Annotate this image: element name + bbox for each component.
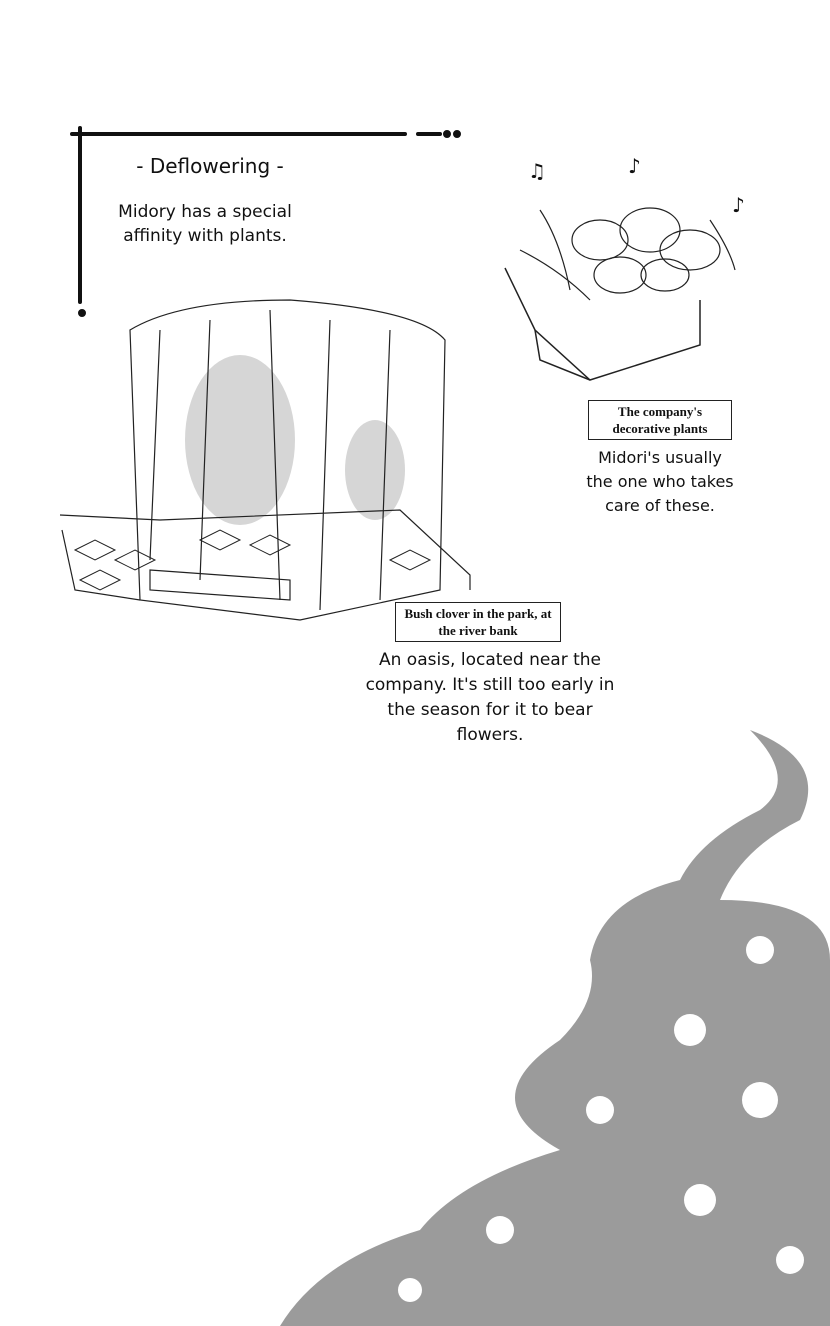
bush-clover-label: Bush clover in the park, at the river ba… <box>395 602 561 642</box>
plants-label: The company's decorative plants <box>588 400 732 440</box>
bush-clover-illustration <box>59 299 471 621</box>
svg-text:♪: ♪ <box>732 193 745 217</box>
smoke-pattern-decoration <box>280 730 830 1326</box>
section-title: - Deflowering - <box>136 154 284 178</box>
music-notes-icon: ♫ ♪ ♪ <box>528 154 745 217</box>
frame-border <box>70 126 461 317</box>
svg-text:♫: ♫ <box>528 159 546 183</box>
plants-caption: Midori's usually the one who takes care … <box>586 448 734 515</box>
svg-text:♪: ♪ <box>628 154 641 178</box>
bush-clover-caption: An oasis, located near the company. It's… <box>365 650 615 745</box>
planter-box-illustration <box>504 207 736 381</box>
intro-text: Midory has a special affinity with plant… <box>118 202 292 246</box>
